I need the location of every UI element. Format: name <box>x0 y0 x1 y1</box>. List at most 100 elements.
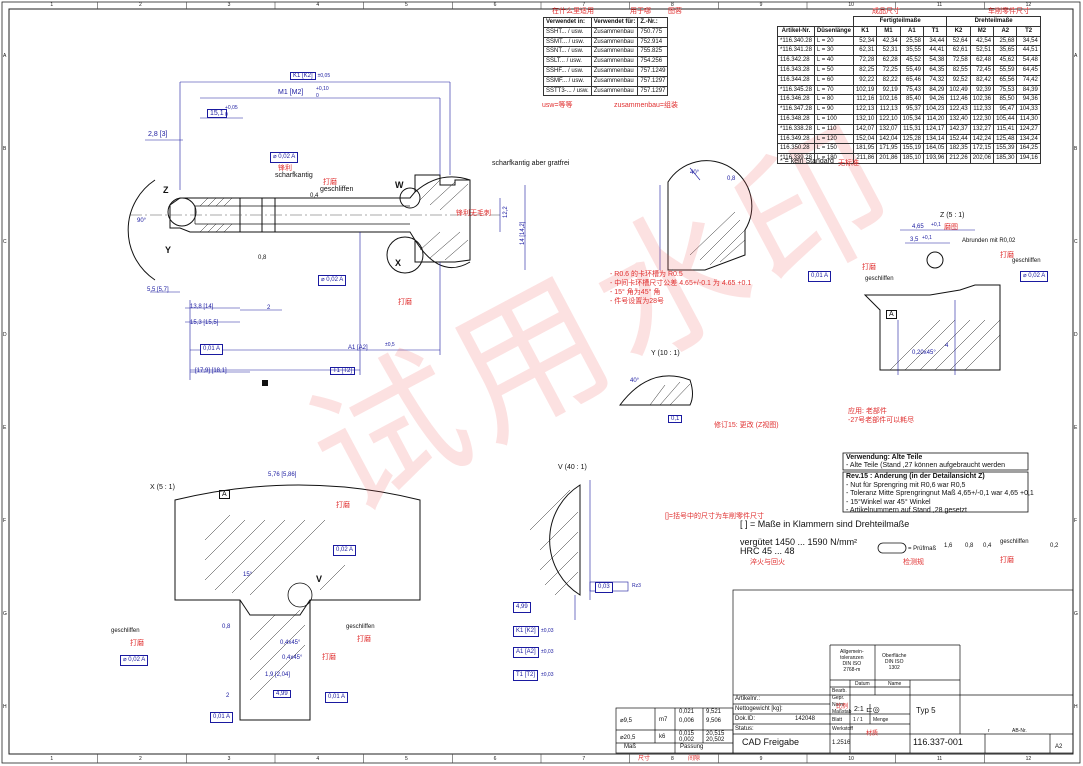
tb-norm: Norm <box>832 702 845 708</box>
dim-cell: 112,46 <box>946 94 971 106</box>
dim-cell: 44,51 <box>1016 45 1041 57</box>
note-red-line-4: - 件号设置为28号 <box>610 298 665 305</box>
usage-cell: 755.825 <box>637 46 669 58</box>
app-note-red-line-1: 应用: 老部件 <box>848 408 887 415</box>
frame-row-F: F <box>3 518 7 525</box>
revision-block: Rev.15 : Änderung (in der Detailansicht … <box>846 473 1034 516</box>
dim-cell: 142,37 <box>946 123 971 135</box>
view-y-angle: 40° <box>630 378 640 384</box>
frame-col-4: 4 <box>316 2 320 8</box>
view-z-d465: 4,65 <box>912 224 924 230</box>
view-x-cn-ground-top: 打磨 <box>336 502 350 509</box>
usage-cell: SSLT... / usw. <box>543 56 592 67</box>
tb-cn-scale: 比例 <box>836 704 849 710</box>
dim-cell: 94,26 <box>923 94 948 106</box>
dim-cell: 142,04 <box>876 133 901 145</box>
dim-cell: 82,22 <box>876 74 901 86</box>
frame-col-10: 10 <box>848 756 854 762</box>
usage-note-zus: zusammenbau=组装 <box>614 102 679 109</box>
frame-col-1: 1 <box>50 756 54 762</box>
usage-cell: SSTT3-... / usw. <box>543 85 592 97</box>
verwendung-line: - Alte Teile (Stand ,27 können aufgebrau… <box>846 462 1006 469</box>
dim-cell: 115,31 <box>899 123 925 135</box>
dim-cell: 65,56 <box>993 74 1018 86</box>
spec-hardening: vergütet 1450 ... 1590 N/mm² <box>740 537 858 547</box>
view-x-ff1: 0,02 A <box>333 545 357 556</box>
view-z-ff2: ⌀ 0,02 A <box>1020 271 1049 282</box>
view-v-ff-rz: Rz3 <box>632 583 641 589</box>
dim-cell: 62,48 <box>969 55 995 66</box>
dim-2-8: 2,8 [3] <box>148 131 168 138</box>
dim-cell: 125,48 <box>993 133 1018 145</box>
label-y: Y <box>165 245 172 255</box>
view-v-tol-a: ±0,03 <box>541 649 554 655</box>
usage-cell: 754.256 <box>637 56 669 67</box>
spec-rough-02: 0,2 <box>1050 543 1059 549</box>
spec-hrc: HRC 45 ... 48 <box>740 546 795 556</box>
dim-15-1-tol-up: +0,05 <box>225 105 238 111</box>
dim-cell: 55,59 <box>993 64 1018 76</box>
dim-cell: 193,96 <box>923 153 948 164</box>
fits-cell: 0,002 <box>679 737 695 743</box>
frame-row-B: B <box>3 145 7 152</box>
fits-cn-fit: 间隙 <box>688 756 701 762</box>
projection-symbol-icon: ⊏◎ <box>866 705 880 714</box>
dim-cell: 45,52 <box>899 55 925 66</box>
dim-cell: 75,53 <box>993 84 1018 96</box>
dim-cell: 85,40 <box>899 94 925 106</box>
frame-row-A: A <box>1074 52 1078 59</box>
dim-cell: 152,04 <box>852 133 878 145</box>
view-x-datum-a: A <box>219 490 230 499</box>
view-x-d04x45: 0,4x45° <box>280 640 301 646</box>
dim-cell: 82,25 <box>852 64 878 76</box>
label-w: W <box>395 180 404 190</box>
frame-col-2: 2 <box>139 2 142 8</box>
frame-col-12: 12 <box>1025 2 1032 8</box>
view-z-geschliffen-2: geschliffen <box>865 276 894 282</box>
usage-cell: 750.775 <box>637 26 669 38</box>
view-x-d576: 5,76 [5,86] <box>268 472 297 478</box>
frame-col-3: 3 <box>227 756 231 762</box>
fits-footer-mass: Maß <box>624 744 636 750</box>
view-y-title: Y (10 : 1) <box>651 350 680 357</box>
view-y-tol: 0,1 <box>668 415 683 423</box>
usage-cell: Zusammenbau <box>590 46 639 58</box>
frame-col-8: 8 <box>671 2 674 8</box>
app-note-red: 应用: 老部件 -27号老部件可以耗尽 <box>848 407 914 425</box>
fits-cell: ⌀20,5 <box>620 735 636 741</box>
dim-footnote-cn: 无标准 <box>838 160 859 167</box>
tb-cn-material: 材质 <box>866 731 879 737</box>
dim-cell: L = 20 <box>813 35 854 47</box>
label-rough-08: 0,8 <box>258 255 267 261</box>
dim-cell: 102,36 <box>969 94 995 106</box>
frame-col-7: 7 <box>582 2 586 8</box>
usage-annot-mid: 用于哪 <box>630 8 651 15</box>
fits-footer-passung: Passung <box>680 744 704 750</box>
fits-cell: ⌀9,5 <box>620 718 632 724</box>
frame-row-D: D <box>3 331 7 338</box>
dim-cell: 52,51 <box>969 45 995 57</box>
frame-row-A: A <box>3 52 7 59</box>
dim-cell: 75,43 <box>899 84 925 96</box>
view-z-d4: 4 <box>945 343 949 349</box>
dim-header-2: K1 <box>852 25 878 37</box>
label-scharfkantig: scharfkantig <box>275 172 313 179</box>
dim-cell: *116.345.28 <box>777 84 815 96</box>
frame-col-5: 5 <box>405 756 408 762</box>
dim-cell: 132,40 <box>946 113 971 125</box>
app-note-red-line-2: -27号老部件可以耗尽 <box>848 417 915 424</box>
dim-cell: L = 100 <box>813 113 854 125</box>
dim-cell: 55,49 <box>899 64 925 76</box>
dim-cell: 132,27 <box>969 123 995 135</box>
dim-15-3: 15,3 [15,5] <box>190 320 219 326</box>
label-cn-sharp: 锋利 <box>278 165 292 172</box>
view-v-t1: T1 [T2] <box>513 670 539 681</box>
dim-cell: 201,86 <box>876 153 901 164</box>
dim-cell: 72,25 <box>876 64 901 76</box>
tb-index: r <box>988 728 990 734</box>
frame-col-10: 10 <box>848 2 854 8</box>
